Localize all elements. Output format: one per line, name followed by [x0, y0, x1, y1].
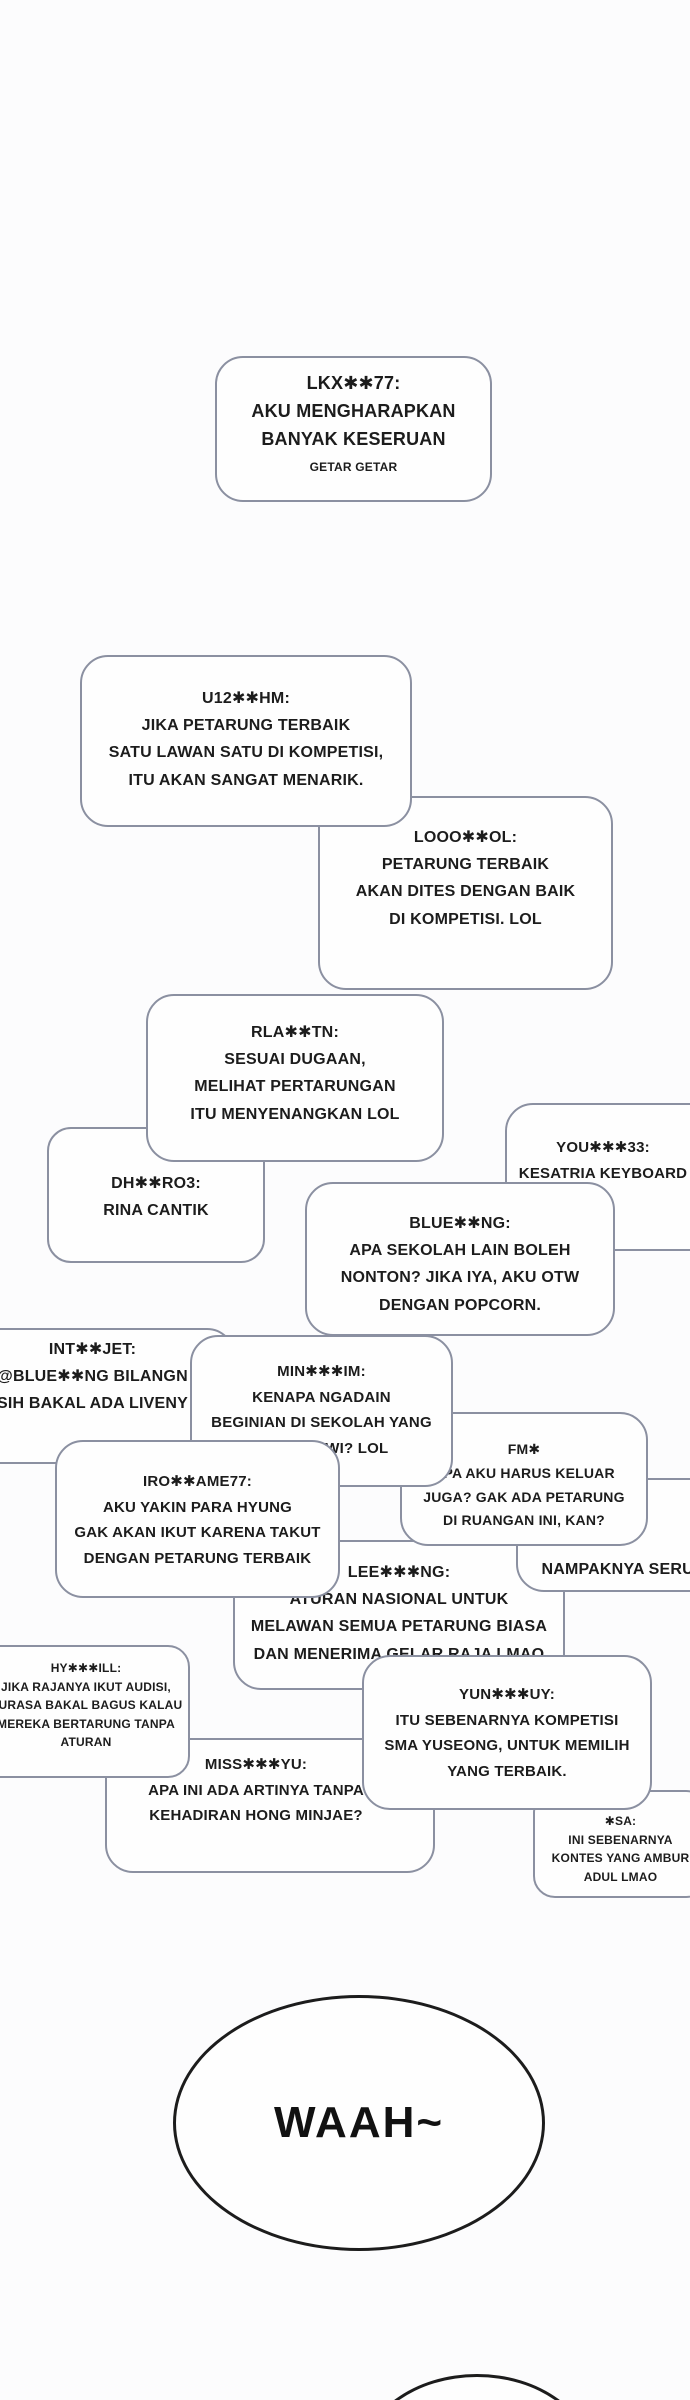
username-text: IRO✱✱AME77: [142, 1473, 253, 1490]
message-line: AKU MENGHARAPKAN [251, 400, 456, 421]
message-line: BEGINIAN DI SEKOLAH YANG [211, 1414, 432, 1431]
username-text: FM✱ [507, 1441, 541, 1457]
speech-bubble-partial [362, 2374, 592, 2400]
message-line: KEHADIRAN HONG MINJAE? [149, 1807, 363, 1824]
message-line: GETAR GETAR [309, 459, 398, 474]
message-line: INI SEBENARNYA [568, 1832, 673, 1847]
username-text: U12✱✱HM: [202, 690, 290, 707]
message-line: JIKA RAJANYA IKUT AUDISI, [1, 1679, 171, 1694]
message-line: JUGA? GAK ADA PETARUNG [423, 1488, 625, 1505]
username-text: ✱SA: [604, 1814, 637, 1828]
username-text: LEE✱✱✱NG: [347, 1564, 451, 1581]
message-line: SATU LAWAN SATU DI KOMPETISI, [108, 744, 384, 762]
message-line: AKU YAKIN PARA HYUNG [102, 1498, 293, 1516]
message-line: DI KOMPETISI. LOL [389, 910, 542, 928]
message-line: APA SEKOLAH LAIN BOLEH [349, 1242, 571, 1260]
chat-bubble-u12: U12✱✱HM: JIKA PETARUNG TERBAIK SATU LAWA… [80, 655, 412, 827]
username-text: DH✱✱RO3: [111, 1175, 201, 1192]
message-line: KENAPA NGADAIN [252, 1388, 391, 1406]
username-text: HY✱✱✱ILL: [50, 1661, 122, 1675]
message-line: GAK AKAN IKUT KARENA TAKUT [74, 1524, 321, 1541]
message-line: SESUAI DUGAAN, [224, 1051, 366, 1069]
chat-bubble-looo: LOOO✱✱OL: PETARUNG TERBAIK AKAN DITES DE… [318, 796, 613, 990]
username-text: RLA✱✱TN: [251, 1024, 339, 1041]
message-line: SMA YUSEONG, UNTUK MEMILIH [384, 1737, 630, 1754]
username-text: MISS✱✱✱YU: [204, 1756, 308, 1773]
message-line: KONTES YANG AMBUR [551, 1851, 690, 1866]
chat-bubble-yun: YUN✱✱✱UY: ITU SEBENARNYA KOMPETISI SMA Y… [362, 1655, 652, 1810]
chat-bubble-rla: RLA✱✱TN: SESUAI DUGAAN, MELIHAT PERTARUN… [146, 994, 444, 1162]
username-text: BLUE✱✱NG: [409, 1215, 511, 1232]
message-line: MELAWAN SEMUA PETARUNG BIASA [250, 1618, 548, 1636]
message-line: NONTON? JIKA IYA, AKU OTW [340, 1269, 580, 1287]
username-text: YUN✱✱✱UY: [459, 1686, 555, 1703]
message-line: @BLUE✱✱NG BILANGN [0, 1368, 188, 1386]
message-line: DI RUANGAN INI, KAN? [443, 1512, 605, 1529]
message-line: RINA CANTIK [103, 1202, 209, 1220]
message-line: MEREKA BERTARUNG TANPA [0, 1716, 175, 1731]
shout-text: WAAH~ [273, 2098, 445, 2147]
message-line: AKAN DITES DENGAN BAIK [355, 883, 576, 901]
message-line: ADUL LMAO [583, 1869, 658, 1884]
username-text: YOU✱✱✱33: [556, 1139, 650, 1156]
message-line: MELIHAT PERTARUNGAN [194, 1078, 396, 1096]
message-line: BANYAK KESERUAN [261, 428, 446, 449]
message-line: ITU MENYENANGKAN LOL [190, 1105, 400, 1123]
chat-bubble-iro: IRO✱✱AME77: AKU YAKIN PARA HYUNG GAK AKA… [55, 1440, 340, 1598]
chat-bubble-hy: HY✱✱✱ILL: JIKA RAJANYA IKUT AUDISI, KURA… [0, 1645, 190, 1778]
message-line: APA AKU HARUS KELUAR [433, 1464, 615, 1481]
message-line: DENGAN PETARUNG TERBAIK [83, 1549, 312, 1567]
message-line: ATURAN NASIONAL UNTUK [289, 1591, 509, 1609]
message-line: JIKA PETARUNG TERBAIK [141, 717, 351, 735]
username-text: MIN✱✱✱IM: [277, 1363, 366, 1380]
username-text: LKX✱✱77: [306, 373, 401, 393]
message-line: PETARUNG TERBAIK [381, 856, 550, 874]
username-text: INT✱✱JET: [48, 1341, 137, 1358]
message-line: SIH BAKAL ADA LIVENY [0, 1395, 188, 1413]
chat-bubble-blue: BLUE✱✱NG: APA SEKOLAH LAIN BOLEH NONTON?… [305, 1182, 615, 1336]
message-line: KURASA BAKAL BAGUS KALAU [0, 1698, 183, 1713]
message-line: ATURAN [60, 1735, 112, 1750]
shout-bubble-waah: WAAH~ [173, 1995, 545, 2251]
message-line: DENGAN POPCORN. [378, 1296, 542, 1314]
message-line: YANG TERBAIK. [447, 1762, 567, 1780]
message-line: KESATRIA KEYBOARD [518, 1164, 688, 1182]
message-line: APA INI ADA ARTINYA TANPA [148, 1781, 364, 1799]
message-line: NAMPAKNYA SERU. [541, 1561, 690, 1578]
username-text: LOOO✱✱OL: [413, 829, 518, 846]
chat-bubble-lkx: LKX✱✱77: AKU MENGHARAPKAN BANYAK KESERUA… [215, 356, 492, 502]
message-line: ITU AKAN SANGAT MENARIK. [128, 771, 364, 789]
message-line: ITU SEBENARNYA KOMPETISI [395, 1711, 619, 1729]
